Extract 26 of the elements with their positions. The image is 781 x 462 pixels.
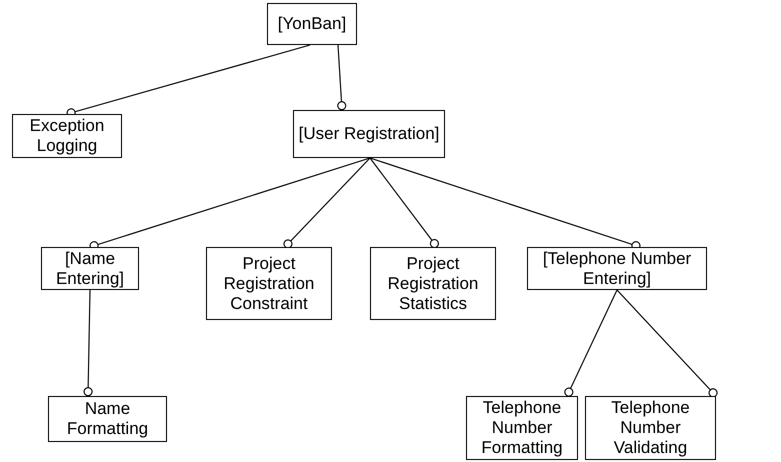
feature-box [466,396,578,460]
connector-line [337,44,346,110]
feature-name: Project Registration Statistics [386,254,480,314]
feature-name: Telephone Number Formatting [480,398,564,458]
feature-box [206,247,332,320]
feature-name: [Name Entering] [54,248,126,288]
feature-name: Project Registration Constraint [222,254,316,314]
connector-line [283,158,370,248]
feature-name: Name Formatting [66,399,150,439]
connector-line [616,290,718,398]
feature-name: Exception Logging [28,116,106,156]
feature-name: [YonBan] [278,14,346,34]
connector-line [370,158,439,248]
feature-box [585,396,716,460]
feature-name: Telephone Number Validating [610,398,691,458]
feature-name: [Telephone Number Entering] [542,248,692,288]
feature-box [293,110,445,158]
connector-line [564,290,618,397]
feature-box [267,3,357,45]
feature-name: [User Registration] [298,124,440,144]
feature-box [527,247,707,290]
feature-box [12,114,122,158]
feature-box [41,247,139,290]
feature-box [370,247,496,320]
connector-line [84,290,93,396]
feature-box [48,396,167,442]
